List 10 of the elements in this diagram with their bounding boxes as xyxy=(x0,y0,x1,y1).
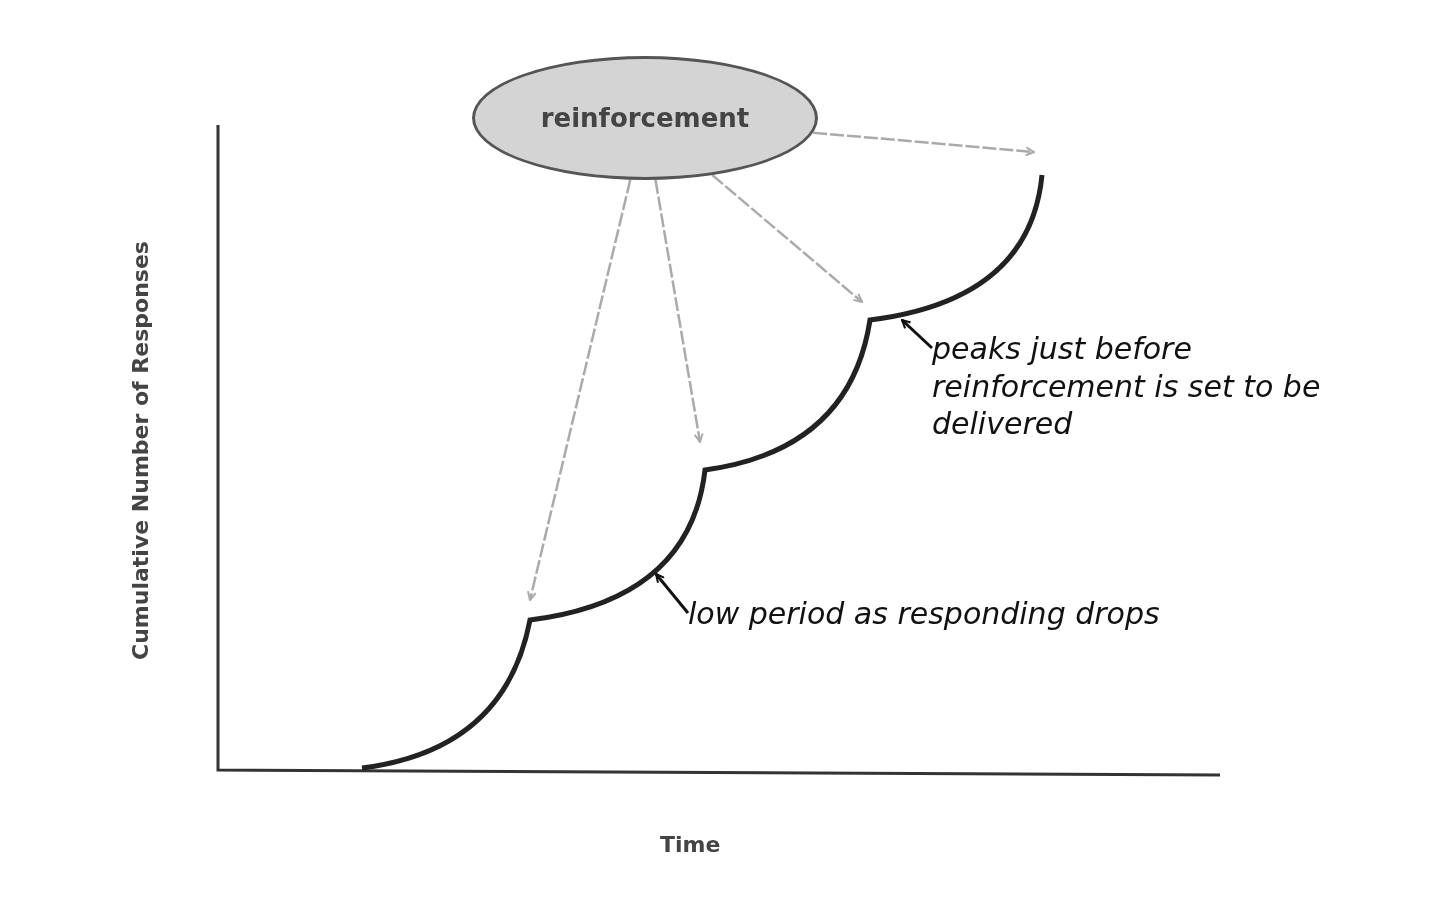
arrow xyxy=(711,174,863,303)
annotation-text: peaks just before reinforcement is set to be delivered xyxy=(932,330,1322,443)
arrow xyxy=(526,179,632,601)
axis-title: Cumulative Number of Responses xyxy=(127,240,153,660)
arrow xyxy=(654,179,704,443)
ellipse-label: reinforcement xyxy=(540,103,750,133)
axis-title: Time xyxy=(660,832,721,857)
pointer-arrow xyxy=(900,318,934,350)
pointer-arrow xyxy=(654,573,690,614)
annotation-text: low period as responding drops xyxy=(688,595,1160,633)
